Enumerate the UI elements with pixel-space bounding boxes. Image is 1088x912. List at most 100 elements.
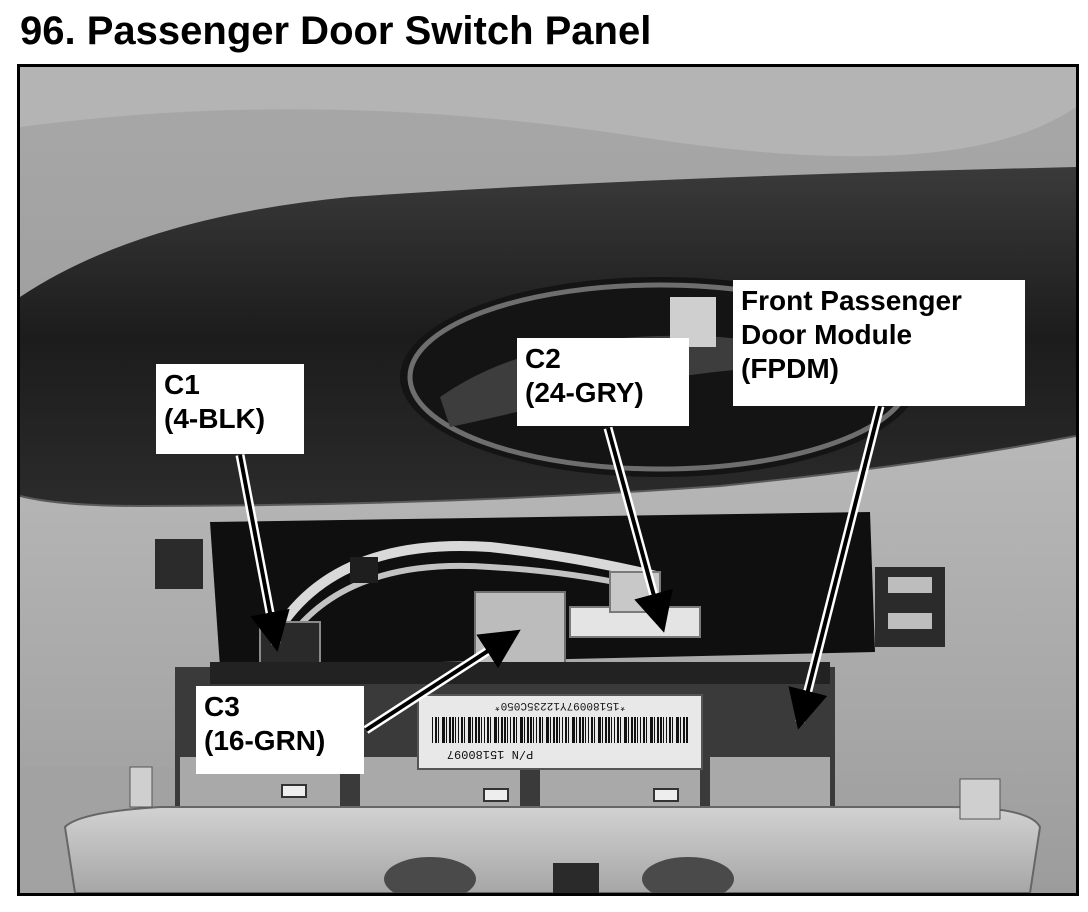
barcode-bar [562, 717, 563, 743]
barcode-bar [516, 717, 517, 743]
callout-c2-name: C2 [525, 343, 561, 374]
switch-cavity [210, 512, 875, 667]
callout-c1: C1 (4-BLK) [156, 364, 304, 454]
barcode-bar [536, 717, 537, 743]
barcode-bar [452, 717, 454, 743]
connector-c2-latch [609, 571, 661, 613]
barcode-bar [546, 717, 549, 743]
barcode-bar [513, 717, 515, 743]
barcode-bar [654, 717, 655, 743]
barcode-bar [666, 717, 667, 743]
barcode-bar [565, 717, 567, 743]
barcode-bar [680, 717, 681, 743]
barcode-bar [432, 717, 433, 743]
barcode-bar [660, 717, 662, 743]
barcode-bar [494, 717, 497, 743]
barcode-bar [663, 717, 664, 743]
callout-c3: C3 (16-GRN) [196, 686, 364, 774]
window-switch-1 [384, 857, 476, 893]
callout-c1-spec: (4-BLK) [164, 403, 266, 434]
barcode-bar [617, 717, 619, 743]
barcode-bar [559, 717, 560, 743]
barcode-bar [650, 717, 653, 743]
barcode-bar [572, 717, 575, 743]
barcode-bar [490, 717, 491, 743]
barcode-bar [582, 717, 584, 743]
switch-bezel [63, 806, 1042, 893]
callout-fpdm-line3: (FPDM) [741, 353, 839, 384]
barcode-bar [449, 717, 451, 743]
fpdm-module-top [210, 662, 830, 684]
barcode-bar [672, 717, 673, 743]
barcode-bar [484, 717, 485, 743]
door-panel-illustration: *15180097Y12235C050* P/N 15180097 [20, 67, 1076, 893]
barcode-bar [475, 717, 477, 743]
callout-fpdm-line2: Door Module [741, 319, 913, 350]
barcode-bar [669, 717, 671, 743]
window-switch-2 [642, 857, 734, 893]
barcode-bar [527, 717, 529, 743]
barcode-bar [446, 717, 447, 743]
barcode-bar [631, 717, 633, 743]
barcode-bar [435, 717, 437, 743]
harness-tape [350, 557, 378, 583]
barcode-bar [576, 717, 577, 743]
barcode-bar [614, 717, 615, 743]
barcode-bar [520, 717, 523, 743]
barcode-bar [458, 717, 459, 743]
barcode-bar [676, 717, 679, 743]
barcode-bar [468, 717, 471, 743]
page-title: 96. Passenger Door Switch Panel [20, 9, 652, 53]
barcode-bar [643, 717, 645, 743]
barcode-bar [464, 717, 465, 743]
right-clip-slot-1 [888, 577, 932, 593]
fpdm-led-2 [483, 788, 509, 802]
barcode-bar [507, 717, 508, 743]
lock-switch [553, 863, 599, 893]
callout-c1-name: C1 [164, 369, 200, 400]
lower-right-clip [959, 778, 1001, 820]
upper-trim-highlight [20, 67, 1076, 157]
barcode-bar [438, 717, 439, 743]
door-panel-photo: *15180097Y12235C050* P/N 15180097 [17, 64, 1079, 896]
callout-fpdm: Front Passenger Door Module (FPDM) [733, 280, 1025, 406]
barcode-bar [510, 717, 511, 743]
barcode-bar [683, 717, 685, 743]
barcode-bar [530, 717, 532, 743]
barcode-bar [640, 717, 641, 743]
barcode-bar [550, 717, 551, 743]
barcode-bar [608, 717, 610, 743]
connector-c3 [474, 591, 566, 673]
barcode-bar [442, 717, 445, 743]
callout-c2: C2 (24-GRY) [517, 338, 689, 426]
barcode-bar [634, 717, 636, 743]
barcode-bar [539, 717, 541, 743]
barcode-bar [461, 717, 463, 743]
barcode-bar [594, 717, 595, 743]
barcode-bar [611, 717, 612, 743]
barcode-bar [501, 717, 503, 743]
barcode-bar [602, 717, 603, 743]
barcode-bar [455, 717, 456, 743]
barcode-bar [533, 717, 534, 743]
barcode-bar [620, 717, 621, 743]
barcode-bar [605, 717, 607, 743]
fpdm-led-3 [653, 788, 679, 802]
barcode-bar [553, 717, 555, 743]
barcode-bar [657, 717, 659, 743]
fpdm-barcode-text: *15180097Y12235C050* [494, 699, 626, 711]
barcode-bar [556, 717, 558, 743]
barcode-bar [598, 717, 601, 743]
barcode-bar [585, 717, 586, 743]
barcode-bar [591, 717, 593, 743]
fpdm-part-number: P/N 15180097 [447, 747, 533, 761]
barcode-bar [579, 717, 581, 743]
barcode-bar [542, 717, 543, 743]
callout-c2-spec: (24-GRY) [525, 377, 644, 408]
barcode-bar [588, 717, 589, 743]
callout-c3-name: C3 [204, 691, 240, 722]
callout-c3-spec: (16-GRN) [204, 725, 326, 756]
barcode-bar [624, 717, 627, 743]
lower-left-clip [129, 766, 153, 808]
